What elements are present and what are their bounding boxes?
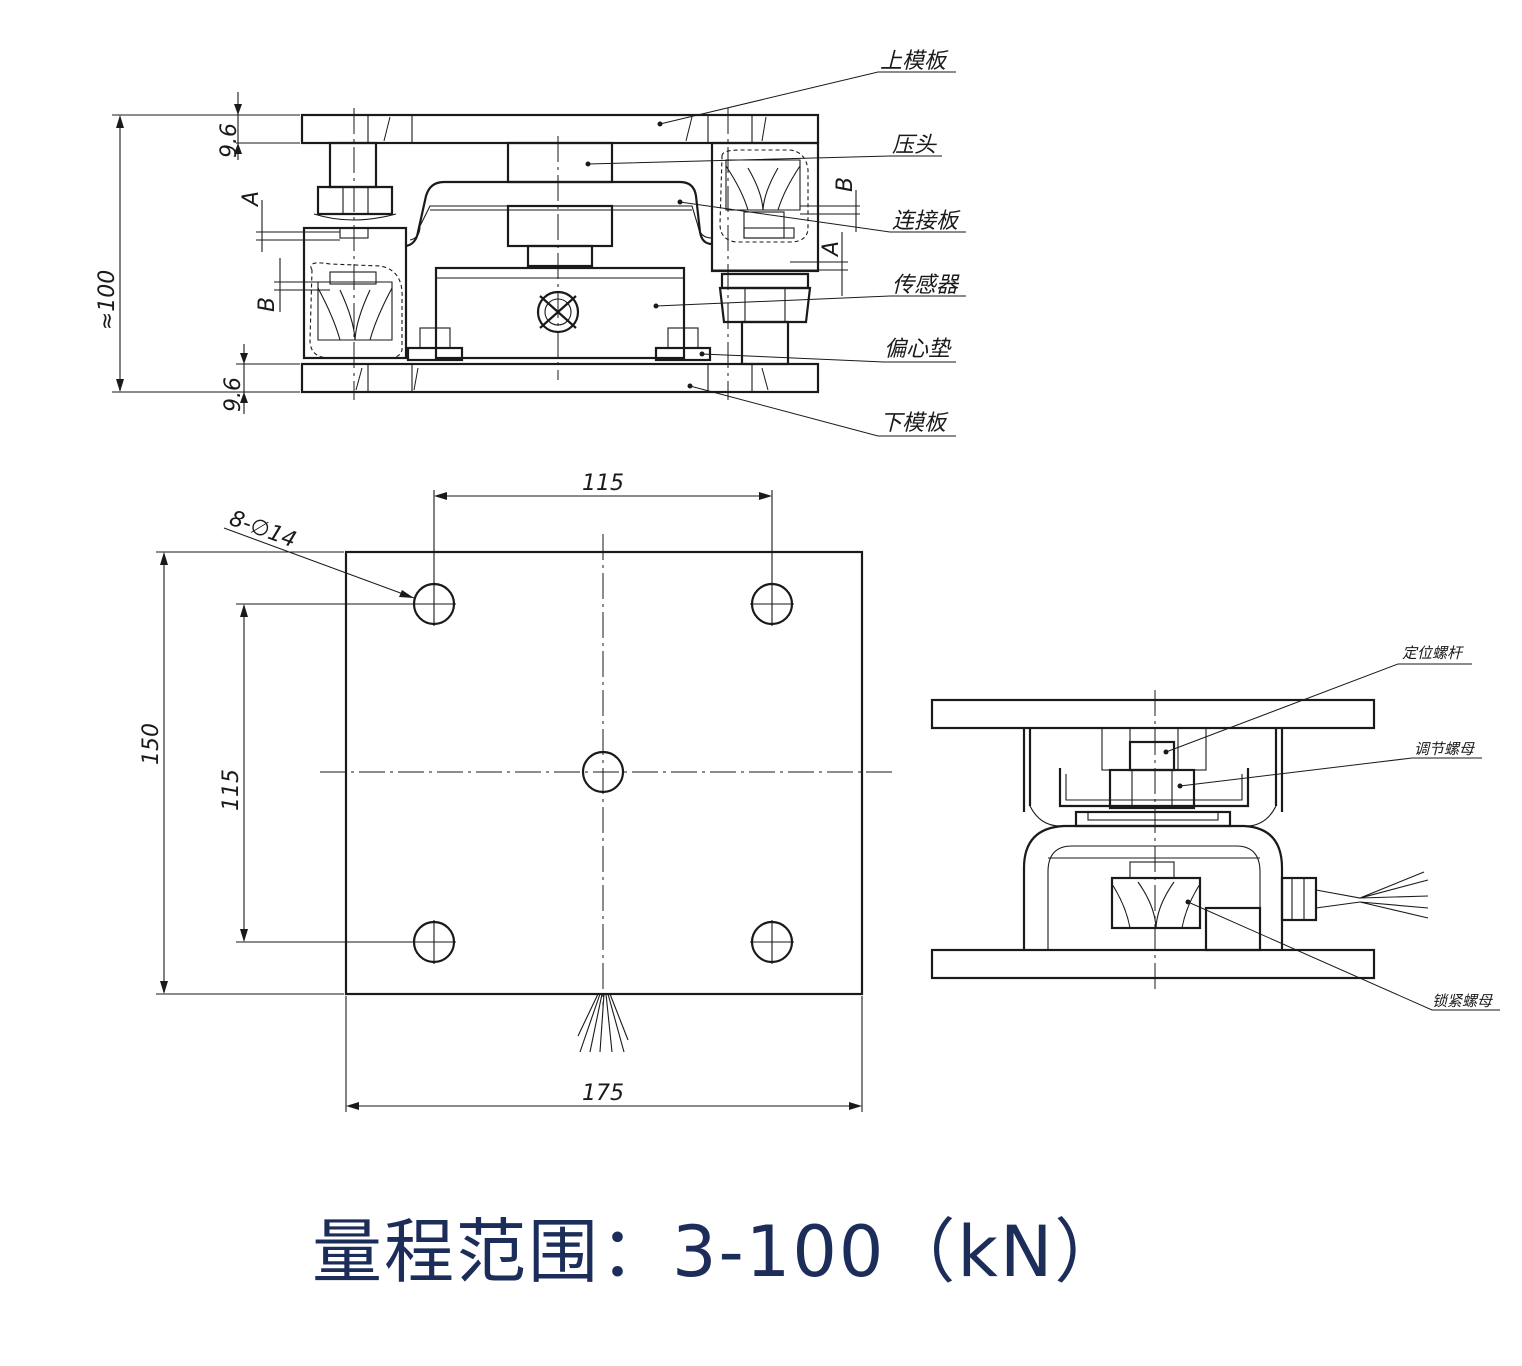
left-screw-upper (328, 141, 378, 189)
top-view: 115 115 150 150 175 8-∅14 (91, 471, 892, 1112)
dim-gap-b-left: B (255, 297, 280, 312)
label-lock-nut: 锁紧螺母 (1432, 992, 1493, 1010)
dim-hole-spacing-y: 115 (219, 769, 244, 811)
leader-lower-plate (689, 385, 956, 437)
cable-bundle (577, 993, 629, 1053)
dim-plate-depth-ghost: 150 (91, 711, 116, 753)
measurement-range: 量程范围：3-100（kN） (312, 1211, 1127, 1293)
dim-gap-a-left: A (239, 191, 264, 208)
positioning-screw (1128, 740, 1176, 772)
label-sensor: 传感器 (892, 273, 960, 298)
dim-plate-thickness-top: 9.6 (217, 123, 242, 158)
label-positioning-screw: 定位螺杆 (1402, 644, 1464, 662)
side-frame (1022, 824, 1284, 950)
pressure-head (506, 141, 614, 184)
leader-upper-plate (659, 71, 956, 125)
sensor-body (434, 266, 686, 360)
connecting-plate (405, 180, 713, 248)
right-nut-lower (718, 286, 812, 324)
left-nut-lower (317, 281, 393, 341)
label-connecting-plate: 连接板 (892, 209, 961, 234)
dim-plate-thickness-bottom: 9.6 (221, 377, 246, 412)
leader-connecting-plate (679, 201, 966, 233)
leader-sensor (655, 295, 966, 307)
dim-height: ≈100 (95, 270, 120, 330)
cable-gland (1280, 876, 1318, 922)
side-eccentric-pad (1204, 906, 1262, 952)
dim-plate-depth: 150 (139, 723, 164, 765)
front-view: ≈100 9.6 9.6 A B B A 上模板 压头 连接板 传感器 偏心垫 … (95, 49, 966, 437)
side-lower-plate (930, 948, 1376, 980)
upper-plate (300, 113, 820, 145)
side-view: 定位螺杆 调节螺母 锁紧螺母 (930, 644, 1500, 1011)
right-nut-upper (725, 159, 801, 211)
leader-eccentric-pad (701, 353, 956, 363)
label-pressure-head: 压头 (892, 133, 937, 158)
dim-gap-b-right: B (833, 177, 858, 192)
dim-holes: 8-∅14 (226, 506, 299, 553)
side-upper-plate (930, 698, 1376, 730)
lower-plate (300, 362, 820, 394)
label-eccentric-pad: 偏心垫 (884, 337, 952, 362)
dim-gap-a-right: A (819, 241, 844, 258)
adjusting-nut (1108, 768, 1196, 810)
label-lower-plate: 下模板 (880, 411, 949, 436)
dim-plate-width: 175 (582, 1081, 624, 1106)
label-upper-plate: 上模板 (880, 49, 949, 74)
leader-pressure-head (587, 155, 942, 165)
label-adjusting-nut: 调节螺母 (1414, 740, 1475, 758)
left-nut-upper (316, 185, 394, 216)
dim-hole-spacing-x: 115 (582, 471, 624, 496)
